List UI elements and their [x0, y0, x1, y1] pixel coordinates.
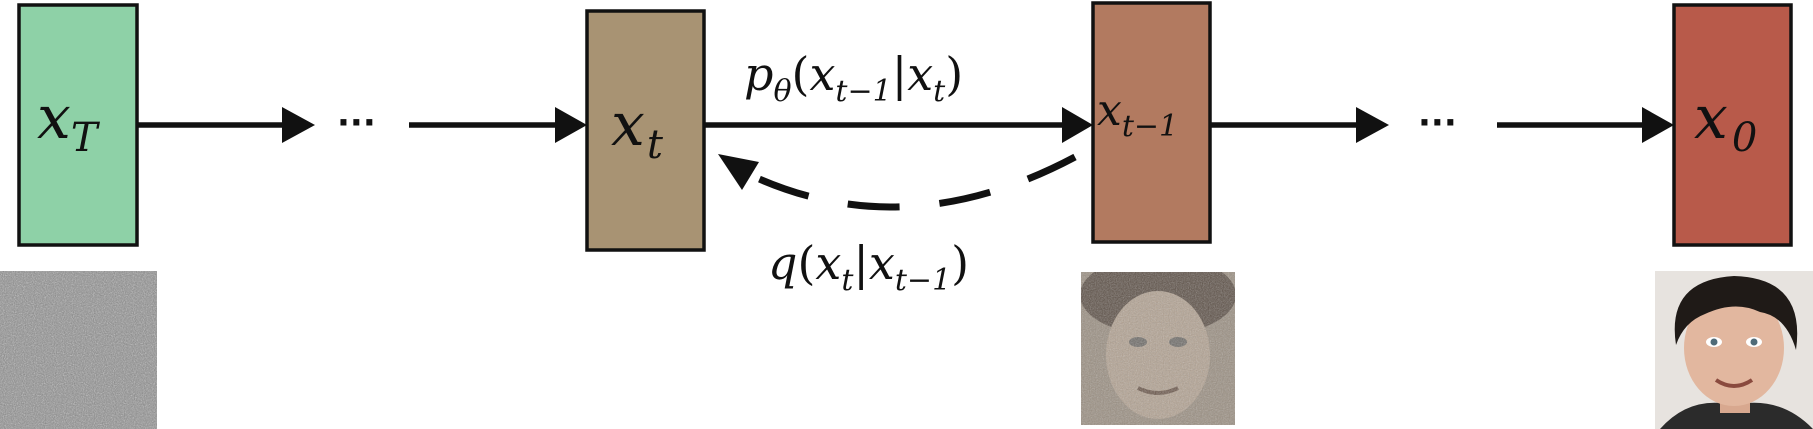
arrow-head-5	[1642, 107, 1674, 143]
ellipsis-left: ···	[337, 103, 376, 143]
state-label-xt-minus-1: xt−1	[1097, 85, 1178, 144]
state-box-xT	[17, 3, 139, 247]
arrow-head-2	[555, 107, 587, 143]
arrow-head-4	[1356, 107, 1389, 143]
forward-process-arrow-head	[718, 154, 759, 190]
noisy-face-image	[1081, 272, 1235, 425]
ellipsis-right: ···	[1418, 103, 1457, 143]
pure-noise-image	[0, 271, 157, 429]
state-label-xt: xt	[611, 90, 664, 168]
state-label-xT: xT	[37, 83, 101, 161]
state-box-xt	[585, 9, 706, 252]
state-box-xt-minus-1	[1091, 1, 1212, 244]
arrow-head-3	[1062, 107, 1093, 143]
forward-process-label: q(xt|xt−1)	[768, 236, 969, 298]
state-box-x0	[1672, 3, 1793, 247]
arrow-head-1	[282, 107, 315, 143]
clean-face-image	[1655, 271, 1813, 429]
forward-process-dashed-arrow	[738, 153, 1077, 211]
reverse-process-label: pθ(xt−1|xt)	[744, 47, 963, 109]
